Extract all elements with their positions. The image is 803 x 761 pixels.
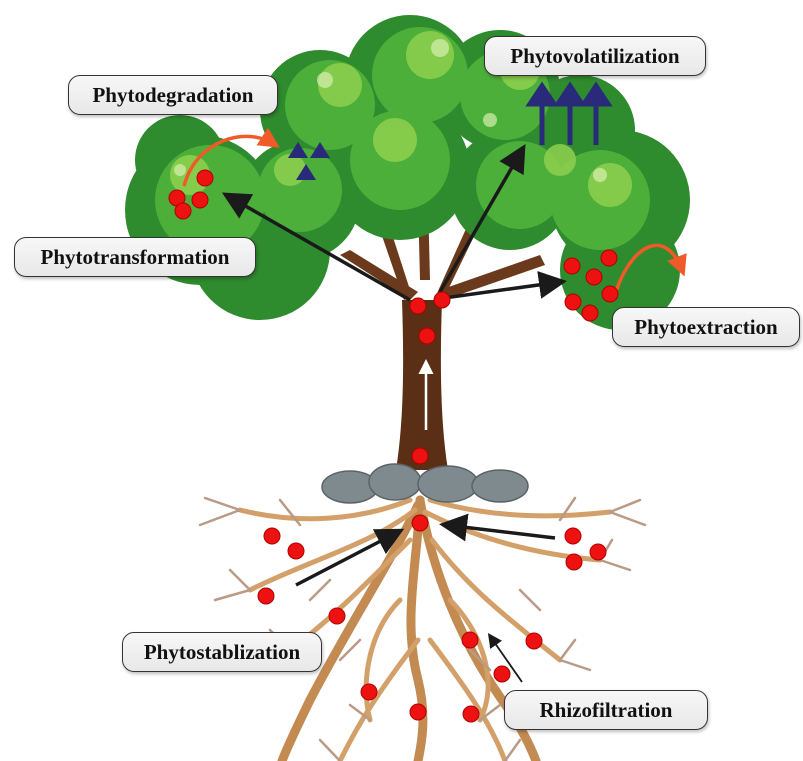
label-phytovolatilization: Phytovolatilization — [484, 36, 706, 76]
label-phytodegradation: Phytodegradation — [68, 75, 278, 115]
label-phytostablization: Phytostablization — [122, 632, 322, 672]
label-rhizofiltration: Rhizofiltration — [504, 690, 708, 730]
label-phytoextraction: Phytoextraction — [612, 307, 800, 347]
label-phytotransformation: Phytotransformation — [14, 237, 256, 277]
arrow-from-right-roots — [446, 525, 555, 538]
upward-arrow-icon-group — [530, 86, 608, 145]
